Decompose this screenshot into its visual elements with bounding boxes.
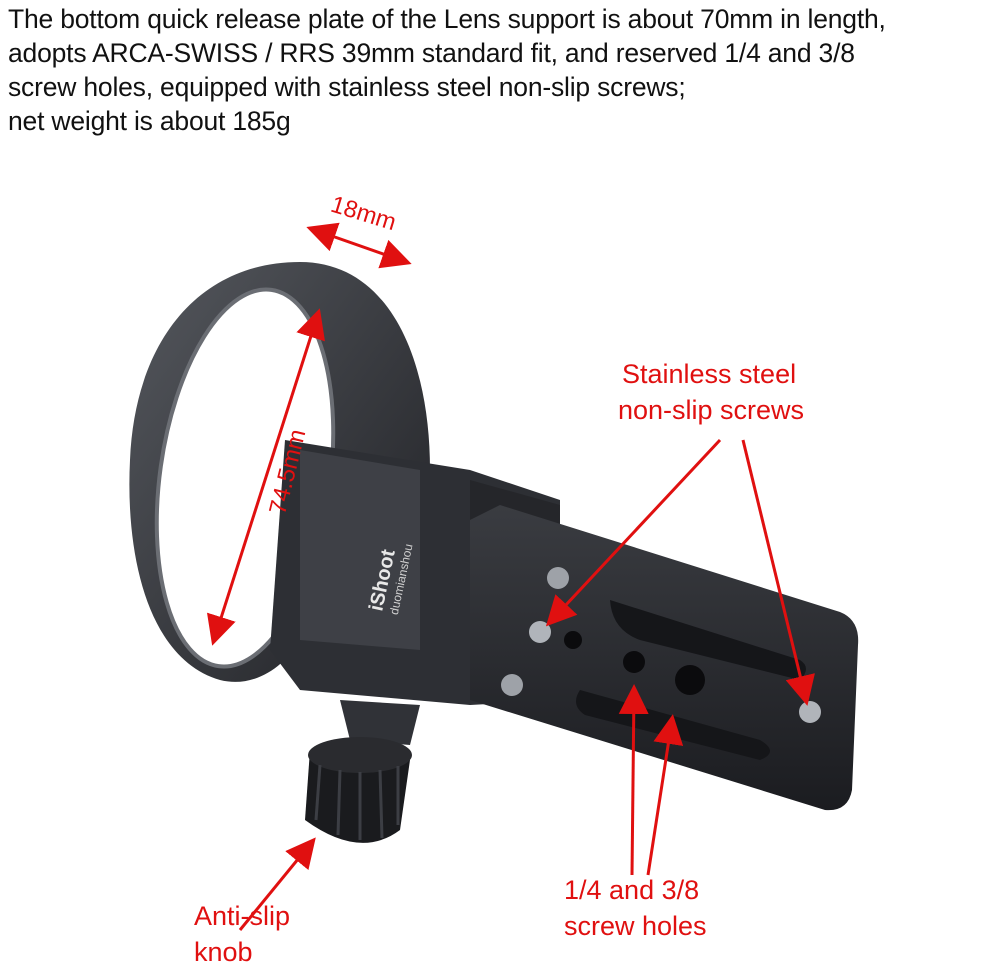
callout-line: knob xyxy=(194,937,253,967)
width-arrow xyxy=(306,222,412,269)
screws-callout: Stainless steel non-slip screws xyxy=(618,356,805,428)
callout-line: screw holes xyxy=(564,911,707,941)
screw-arrow xyxy=(741,439,815,706)
screw-icon xyxy=(501,674,523,696)
screw-arrow xyxy=(545,438,722,627)
description-line: screw holes, equipped with stainless ste… xyxy=(8,72,686,102)
height-arrow xyxy=(207,308,325,646)
hole-icon xyxy=(623,651,645,673)
hole-icon xyxy=(564,631,582,649)
description-line: adopts ARCA-SWISS / RRS 39mm standard fi… xyxy=(8,38,855,68)
description-line: The bottom quick release plate of the Le… xyxy=(8,4,886,34)
callout-line: Stainless steel xyxy=(622,359,797,389)
knob-arrow xyxy=(238,837,316,931)
screw-icon xyxy=(547,567,569,589)
description-line: net weight is about 185g xyxy=(8,106,291,136)
callout-line: Anti-slip xyxy=(194,901,291,931)
knob-callout: Anti-slip knob xyxy=(194,898,290,970)
hole-icon xyxy=(675,665,705,695)
hole-arrow xyxy=(646,714,684,876)
screw-icon xyxy=(529,621,551,643)
callout-line: 1/4 and 3/8 xyxy=(564,875,700,905)
callout-line: non-slip screws xyxy=(618,395,805,425)
product-description: The bottom quick release plate of the Le… xyxy=(8,2,886,138)
holes-callout: 1/4 and 3/8 screw holes xyxy=(564,872,707,944)
screw-icon xyxy=(799,701,821,723)
hole-arrow xyxy=(618,684,649,876)
anti-slip-knob xyxy=(305,700,420,843)
annotation-lines xyxy=(207,222,815,931)
